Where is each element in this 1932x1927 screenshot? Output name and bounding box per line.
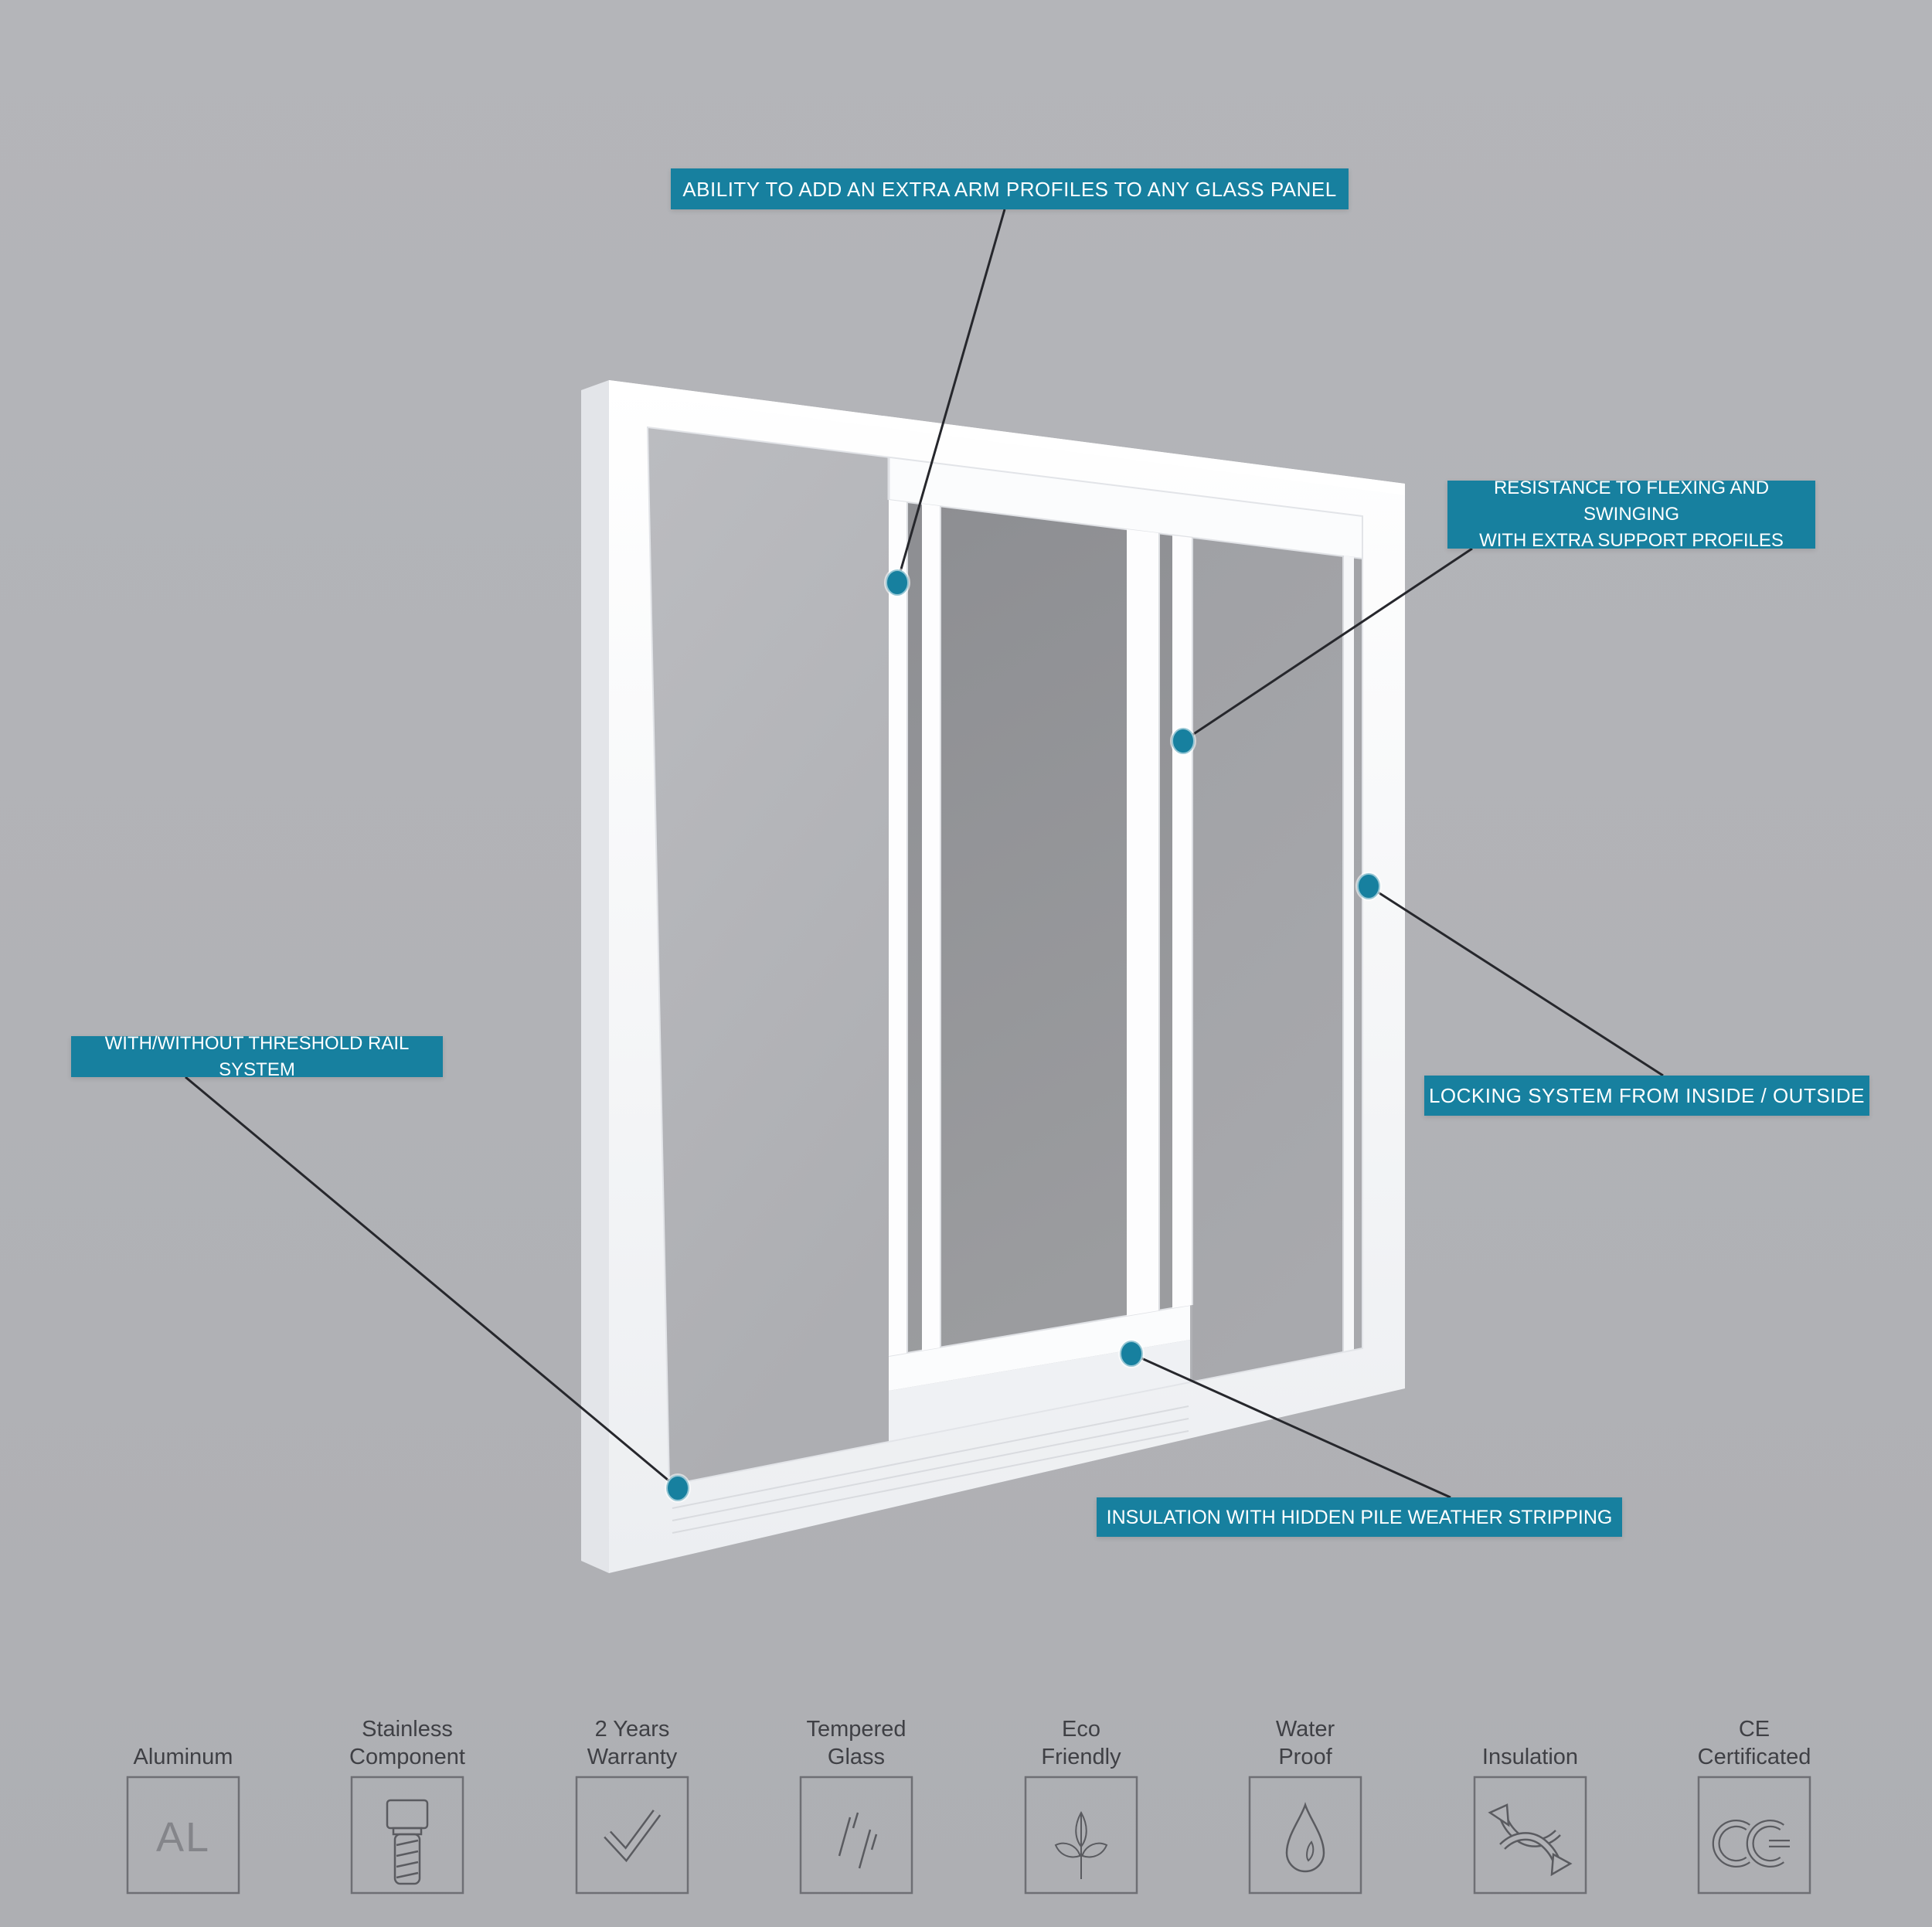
callout-threshold-rail: WITH/WITHOUT THRESHOLD RAIL SYSTEM: [71, 1033, 443, 1080]
outer-frame: [609, 380, 1405, 1573]
callout-extra-arm-profiles: ABILITY TO ADD AN EXTRA ARM PROFILES TO …: [671, 168, 1349, 209]
ce-icon-box: [1697, 1776, 1811, 1895]
leader-line-extra-arm: [896, 209, 1006, 583]
leader-lines: [185, 209, 1664, 1499]
feature-label-tempered: Tempered Glass: [806, 1717, 906, 1769]
feature-label-insulation: Insulation: [1481, 1745, 1579, 1769]
leader-line-insulation: [1131, 1352, 1451, 1499]
droplet-icon: [1285, 1802, 1325, 1873]
support-profile-1: [889, 500, 907, 1356]
threshold-ridge-3: [672, 1430, 1189, 1534]
feature-label-warranty: 2 Years Warranty: [587, 1717, 678, 1769]
sliding-door-illustration: [581, 380, 1405, 1573]
right-glass-panel: [1192, 538, 1362, 1382]
threshold-ridge-1: [672, 1405, 1189, 1509]
checkmark-icon: [604, 1810, 662, 1863]
feature-label-eco: Eco Friendly: [1041, 1717, 1121, 1769]
ce-icon: [1712, 1820, 1790, 1868]
feature-icons: [126, 1776, 1811, 1895]
frame-left-face: [581, 380, 609, 1573]
callout-locking-system: LOCKING SYSTEM FROM INSIDE / OUTSIDE: [1424, 1076, 1869, 1116]
droplet-icon-box: [1248, 1776, 1362, 1895]
frame-inner-bevel: [646, 426, 1363, 1487]
header-rail: [889, 457, 1362, 559]
support-profile-3: [1127, 529, 1159, 1316]
leader-line-locking: [1368, 885, 1664, 1077]
anchor-dot-resistance: [1170, 726, 1196, 756]
feature-label-aluminum: Aluminum: [133, 1745, 233, 1769]
anchor-dots: [665, 568, 1382, 1503]
glass-icon: [838, 1812, 878, 1869]
left-glass-panel: [648, 427, 889, 1485]
threshold-ridge-2: [672, 1418, 1189, 1521]
anchor-dot-locking: [1355, 872, 1382, 901]
middle-glass-panel: [896, 501, 1190, 1354]
aluminum-icon: AL: [156, 1814, 210, 1861]
anchor-dot-insulation: [1118, 1339, 1145, 1368]
support-profile-2: [922, 504, 940, 1351]
leader-line-resistance: [1182, 547, 1473, 743]
right-panel-stile: [1343, 556, 1354, 1353]
support-profile-4: [1172, 535, 1192, 1308]
feature-label-stainless: Stainless Component: [349, 1717, 465, 1769]
frame-top-face: [609, 380, 1405, 495]
leaf-icon: [1054, 1810, 1108, 1879]
callout-weather-stripping: INSULATION WITH HIDDEN PILE WEATHER STRI…: [1097, 1497, 1622, 1537]
aluminum-icon-box: [126, 1776, 240, 1895]
anchor-dot-threshold: [665, 1473, 691, 1503]
middle-panel-bottom-rail: [889, 1305, 1190, 1391]
threshold-band: [889, 1340, 1190, 1442]
airflow-icon-box: [1473, 1776, 1587, 1895]
feature-label-ce: CE Certificated: [1697, 1717, 1811, 1769]
header-rail-shadow: [888, 499, 1363, 559]
screw-icon-box: [350, 1776, 464, 1895]
feature-label-waterproof: Water Proof: [1275, 1717, 1335, 1769]
leaf-icon-box: [1024, 1776, 1138, 1895]
leader-line-threshold: [185, 1076, 679, 1490]
screw-icon: [386, 1799, 429, 1885]
glass-icon-box: [799, 1776, 913, 1895]
anchor-dot-extra-arm: [884, 568, 910, 597]
callout-flex-resistance: RESISTANCE TO FLEXING AND SWINGING WITH …: [1447, 478, 1815, 551]
airflow-icon: [1488, 1803, 1573, 1877]
checkmark-icon-box: [575, 1776, 689, 1895]
